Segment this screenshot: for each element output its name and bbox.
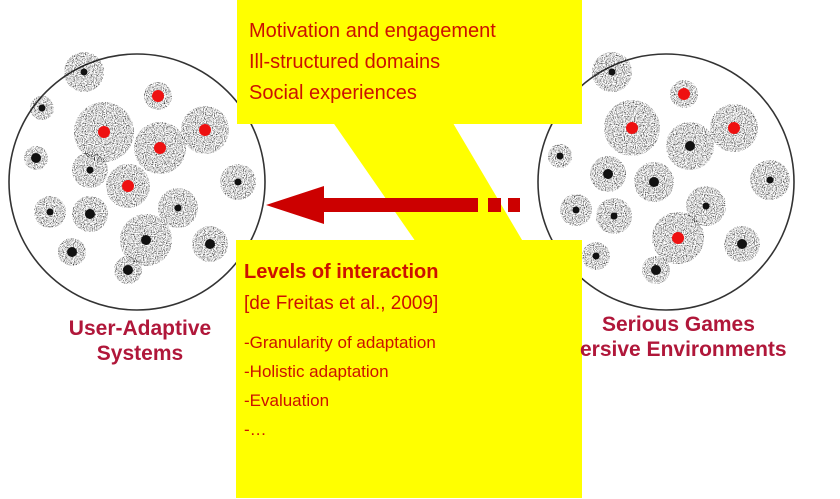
arrow-dash-2 [488,198,501,212]
cluster-core [685,141,695,151]
callout-bottom: Levels of interaction [de Freitas et al.… [236,240,582,498]
highlight-cluster [144,82,172,110]
highlight-cluster [710,104,758,152]
cluster-core [603,169,613,179]
arrow-head [266,186,324,224]
callout-bottom-bullets: -Granularity of adaptation -Holistic ada… [244,328,582,444]
cluster-core [31,153,41,163]
data-cluster [666,122,714,170]
right-clusters [548,52,790,284]
data-cluster [220,164,256,200]
cluster-core [702,202,710,210]
cluster-core [141,235,151,245]
data-cluster [582,242,610,270]
highlight-cluster [134,122,186,174]
arrow-shaft [322,198,478,212]
right-label-line-2: ersive Environments [580,338,787,361]
callout-top-line-3: Social experiences [249,82,417,104]
data-cluster [592,52,632,92]
cluster-core [122,180,134,192]
cluster-core [86,166,94,174]
data-cluster [590,156,626,192]
left-label-line-1: User-Adaptive [68,317,212,340]
data-cluster [192,226,228,262]
callout-pointer [330,118,525,245]
cluster-core [67,247,77,257]
data-cluster [120,214,172,266]
data-cluster [750,160,790,200]
callout-top-line-2: Ill-structured domains [249,51,441,73]
callout-top-line-1: Motivation and engagement [249,20,496,42]
cluster-core [610,212,618,220]
cluster-core [572,206,580,214]
right-circle-label: Serious Games ersive Environments [580,312,840,362]
cluster-core [592,252,600,260]
bullet-item: -Granularity of adaptation [244,333,436,352]
cluster-core [234,178,242,186]
cluster-core [766,176,774,184]
right-circle-group [537,52,795,311]
highlight-cluster [670,80,698,108]
cluster-core [98,126,110,138]
data-cluster [114,256,142,284]
bullet-item: -Holistic adaptation [244,362,389,381]
cluster-core [626,122,638,134]
data-cluster [724,226,760,262]
cluster-core [85,209,95,219]
left-circle-group [8,52,266,311]
left-label-line-2: Systems [96,342,184,365]
data-cluster [72,152,108,188]
transfer-arrow [266,186,520,224]
data-cluster [158,188,198,228]
callout-top: Motivation and engagement Ill-structured… [237,0,582,124]
cluster-core [152,90,164,102]
highlight-cluster [604,100,660,156]
cluster-core [199,124,211,136]
cluster-core [174,204,182,212]
arrow-dash-1 [508,198,520,212]
cluster-core [608,68,616,76]
cluster-core [649,177,659,187]
highlight-cluster [181,106,229,154]
data-cluster [34,196,66,228]
cluster-core [205,239,215,249]
left-circle-label: User-Adaptive Systems [40,316,240,366]
bullet-item: -… [244,420,267,439]
highlight-cluster [74,102,134,162]
cluster-core [651,265,661,275]
highlight-cluster [106,164,150,208]
cluster-core [737,239,747,249]
callout-bottom-title: Levels of interaction [244,261,439,283]
cluster-core [678,88,690,100]
data-cluster [30,96,54,120]
callout-bottom-citation: [de Freitas et al., 2009] [244,293,439,314]
data-cluster [642,256,670,284]
cluster-core [38,104,46,112]
data-cluster [548,144,572,168]
cluster-core [80,68,88,76]
data-cluster [58,238,86,266]
cluster-core [672,232,684,244]
left-clusters [24,52,256,284]
highlight-cluster [652,212,704,264]
bullet-item: -Evaluation [244,391,330,410]
right-label-line-1: Serious Games [602,313,755,336]
data-cluster [64,52,104,92]
cluster-core [46,208,54,216]
data-cluster [686,186,726,226]
data-cluster [24,146,48,170]
data-cluster [634,162,674,202]
cluster-core [154,142,166,154]
cluster-core [123,265,133,275]
cluster-core [556,152,564,160]
data-cluster [596,198,632,234]
data-cluster [72,196,108,232]
data-cluster [560,194,592,226]
cluster-core [728,122,740,134]
